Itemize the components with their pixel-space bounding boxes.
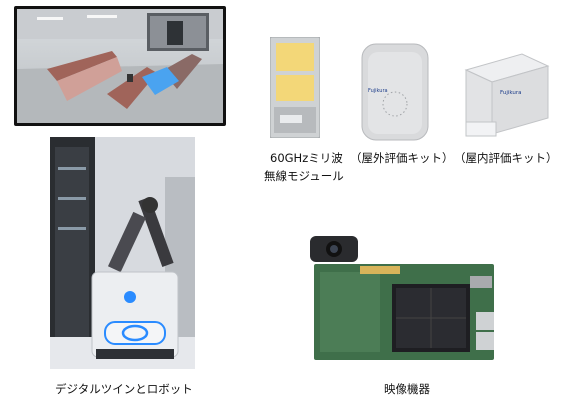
video-device-image xyxy=(310,236,494,360)
mmw-module-caption-line2: 無線モジュール xyxy=(264,169,344,183)
indoor-kit-icon: Fujikura xyxy=(460,50,552,142)
video-device-caption: 映像機器 xyxy=(384,382,430,396)
indoor-kit-caption: （屋内評価キット） xyxy=(454,151,558,165)
mmw-module-caption-line1: 60GHzミリ波 xyxy=(270,151,343,165)
robot-icon xyxy=(50,137,195,369)
digital-twin-scene xyxy=(17,9,223,123)
indoor-brand-label: Fujikura xyxy=(500,90,522,96)
outdoor-kit-caption: （屋外評価キット） xyxy=(350,151,454,165)
indoor-kit-image xyxy=(464,53,550,137)
digital-twin-robot-caption: デジタルツインとロボット xyxy=(55,382,193,396)
outdoor-kit-icon: Fujikura xyxy=(360,42,430,142)
video-device-icon xyxy=(300,232,496,360)
outdoor-brand-label: Fujikura xyxy=(368,88,388,94)
mmw-module-icon xyxy=(269,36,321,139)
mmw-module-image xyxy=(269,36,321,139)
digital-twin-monitor-icon xyxy=(14,6,226,126)
robot-scene xyxy=(50,137,195,369)
digital-twin-screen xyxy=(17,9,223,123)
outdoor-kit-image xyxy=(361,43,429,141)
